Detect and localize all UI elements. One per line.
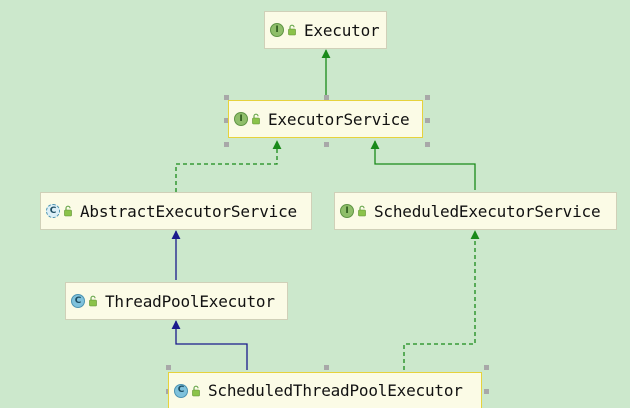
node-abstractexecutorservice[interactable]: C AbstractExecutorService (40, 192, 312, 230)
lock-icon (192, 385, 200, 396)
abstract-class-icon: C (46, 204, 60, 218)
selection-handle[interactable] (224, 142, 229, 147)
selection-handle[interactable] (425, 142, 430, 147)
node-executorservice[interactable]: I ExecutorService (228, 100, 423, 138)
node-executor[interactable]: I Executor (264, 11, 387, 49)
interface-icon: I (234, 112, 248, 126)
node-label: Executor (304, 20, 380, 40)
edge-scheduledthreadpoolexecutor-to-threadpoolexecutor (171, 320, 248, 370)
node-threadpoolexecutor[interactable]: C ThreadPoolExecutor (65, 282, 288, 320)
interface-icon: I (340, 204, 354, 218)
node-label: ScheduledThreadPoolExecutor (208, 381, 463, 400)
selection-handle[interactable] (324, 142, 329, 147)
selection-handle[interactable] (224, 95, 229, 100)
selection-handle[interactable] (324, 95, 329, 100)
class-icon: C (71, 294, 85, 308)
lock-icon (288, 24, 296, 36)
selection-handle[interactable] (425, 118, 430, 123)
lock-icon (64, 205, 72, 217)
node-scheduledthreadpoolexecutor[interactable]: C ScheduledThreadPoolExecutor (168, 372, 482, 408)
lock-icon (89, 295, 97, 307)
selection-handle[interactable] (324, 365, 329, 370)
edge-scheduledthreadpoolexecutor-to-scheduledexecutorservice (403, 230, 480, 370)
node-label: ExecutorService (268, 109, 410, 129)
node-label: ThreadPoolExecutor (105, 291, 275, 311)
lock-icon (252, 113, 260, 125)
selection-handle[interactable] (166, 365, 171, 370)
lock-icon (358, 205, 366, 217)
selection-handle[interactable] (484, 389, 489, 394)
selection-handle[interactable] (425, 95, 430, 100)
selection-handle[interactable] (224, 118, 229, 123)
class-icon: C (174, 383, 188, 398)
interface-icon: I (270, 23, 284, 37)
edge-abstractexecutorservice-to-executorservice (175, 140, 282, 192)
node-label: ScheduledExecutorService (374, 201, 601, 221)
node-label: AbstractExecutorService (80, 201, 297, 221)
selection-handle[interactable] (484, 365, 489, 370)
edge-scheduledexecutorservice-to-executorservice (370, 140, 476, 190)
node-scheduledexecutorservice[interactable]: I ScheduledExecutorService (334, 192, 617, 230)
